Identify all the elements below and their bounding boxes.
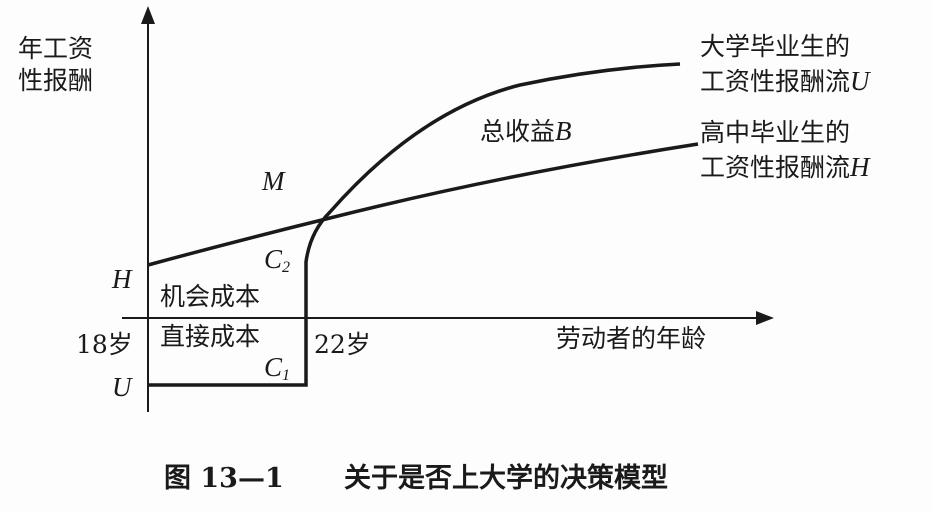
axis-u-label: U	[112, 372, 132, 402]
total-benefit-text: 总收益	[480, 117, 556, 146]
caption-number: 图 13—1	[164, 463, 284, 494]
curve-u-symbol: U	[850, 66, 870, 96]
y-axis-label-line1: 年工资	[18, 34, 94, 63]
x-axis-arrow	[756, 311, 774, 325]
curve-u-label-line2: 工资性报酬流U	[700, 66, 870, 97]
direct-cost-label: 直接成本	[160, 322, 261, 351]
curve-h-label-line1: 高中毕业生的	[700, 118, 851, 147]
curve-h-label-text: 工资性报酬流	[700, 153, 851, 182]
age-end-label: 22岁	[314, 330, 371, 359]
college-earnings-curve	[148, 62, 681, 387]
total-benefit-label: 总收益B	[480, 116, 572, 147]
axis-h-label: H	[112, 264, 132, 294]
curve-h-label-line2: 工资性报酬流H	[700, 152, 870, 183]
y-axis-label-line2: 性报酬	[18, 66, 94, 95]
opportunity-cost-label: 机会成本	[160, 282, 261, 311]
c2-letter: C	[264, 244, 283, 274]
curve-h-symbol: H	[850, 152, 870, 182]
age-start-label: 18岁	[76, 330, 133, 359]
y-axis-arrow	[141, 6, 155, 24]
c2-label: C2	[264, 244, 290, 283]
c1-letter: C	[264, 352, 283, 382]
c1-label: C1	[264, 352, 290, 391]
x-axis-label: 劳动者的年龄	[556, 324, 707, 353]
caption-title: 关于是否上大学的决策模型	[344, 463, 668, 494]
curve-u-label-text: 工资性报酬流	[700, 67, 851, 96]
high-school-earnings-curve	[147, 142, 699, 267]
c1-subscript: 1	[282, 367, 291, 384]
curve-u-label-line1: 大学毕业生的	[700, 32, 851, 61]
c2-subscript: 2	[282, 259, 291, 276]
point-m-label: M	[262, 166, 285, 196]
total-benefit-symbol: B	[555, 116, 572, 146]
